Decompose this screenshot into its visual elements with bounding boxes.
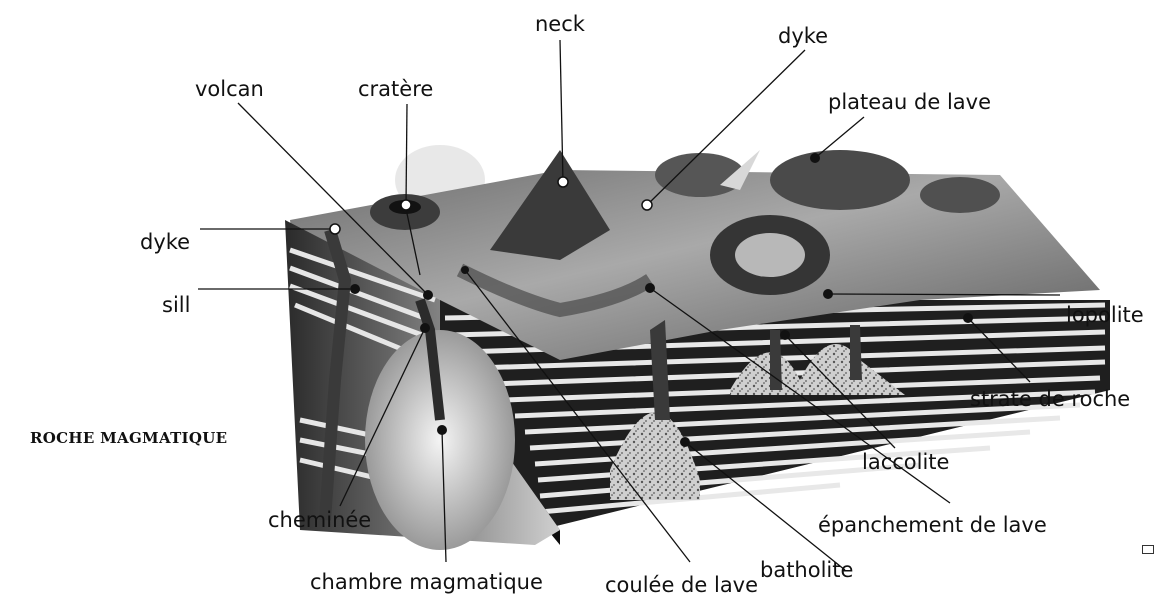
- label-chambre: chambre magmatique: [310, 572, 543, 593]
- label-cratere: cratère: [358, 79, 433, 100]
- label-plateau: plateau de lave: [828, 92, 991, 113]
- diagram-title: ROCHE MAGMATIQUE: [30, 429, 227, 447]
- label-cheminee: cheminée: [268, 510, 371, 531]
- label-epanchement: épanchement de lave: [818, 515, 1047, 536]
- label-coulee: coulée de lave: [605, 575, 758, 596]
- label-volcan: volcan: [195, 79, 264, 100]
- label-batholite: batholite: [760, 560, 853, 581]
- label-dyke-left: dyke: [140, 232, 190, 253]
- label-strate: strate de roche: [970, 389, 1130, 410]
- label-laccolite: laccolite: [862, 452, 949, 473]
- label-lopolite: lopolite: [1066, 305, 1144, 326]
- label-sill: sill: [162, 295, 190, 316]
- corner-mark: [1142, 545, 1154, 554]
- label-neck: neck: [535, 14, 585, 35]
- magma-chamber: [365, 330, 515, 550]
- label-dyke-top: dyke: [778, 26, 828, 47]
